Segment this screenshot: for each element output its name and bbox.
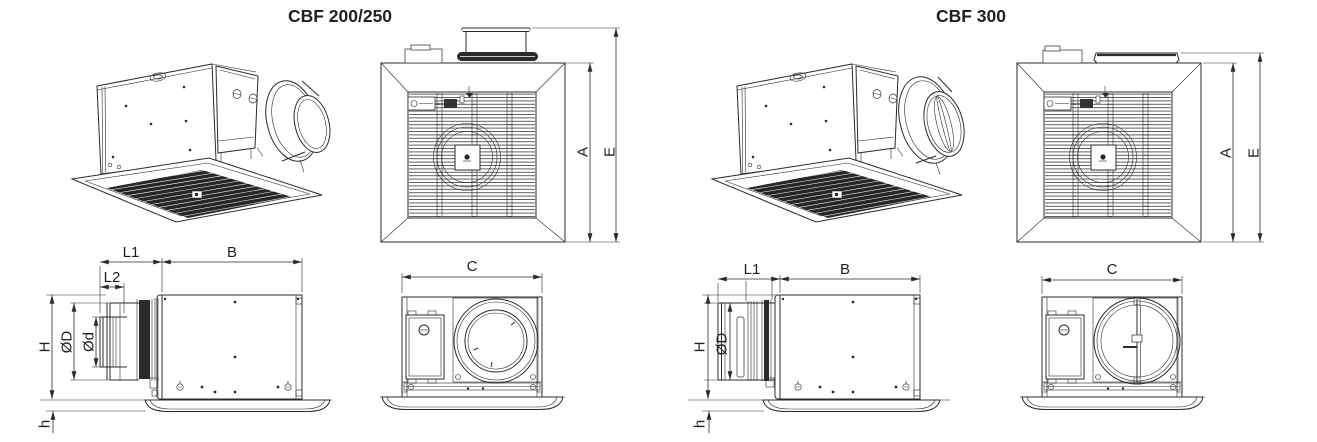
- model-title-cbf-300: CBF 300: [936, 6, 1006, 26]
- dim-H: H: [691, 294, 776, 399]
- dim-label-E: E: [601, 147, 618, 157]
- dim-label-h: h: [36, 420, 53, 428]
- dim-label-H: H: [36, 342, 53, 353]
- dim-OD: ØD: [704, 302, 740, 381]
- side-duct-spigot: [99, 298, 159, 397]
- side-duct-spigot: [717, 299, 775, 388]
- isometric-view-cbf-200-250: [72, 64, 331, 222]
- dim-label-A: A: [574, 147, 591, 157]
- dim-label-OD: ØD: [58, 331, 75, 354]
- plan-duct-connection: [404, 27, 538, 64]
- dim-Od: Ød: [80, 316, 103, 368]
- dim-H: H: [36, 294, 106, 399]
- front-view-cbf-300: C: [1020, 261, 1205, 410]
- dim-label-C: C: [1107, 261, 1118, 278]
- ceiling-panel: [381, 396, 564, 410]
- side-view-cbf-200-250: L1 L2 B H ØD: [36, 244, 332, 433]
- dim-label-B: B: [227, 244, 237, 261]
- dim-label-Od: Ød: [80, 332, 97, 352]
- dim-label-L1: L1: [123, 244, 140, 261]
- ceiling-panel: [1021, 396, 1204, 410]
- dim-B: B: [780, 261, 921, 293]
- cbf-200-250-section: CBF 200/250: [36, 6, 620, 433]
- dim-label-L2: L2: [104, 269, 121, 286]
- dim-h: h: [691, 410, 764, 433]
- dim-L2: L2: [100, 269, 125, 313]
- dim-C: C: [401, 258, 543, 293]
- dim-label-C: C: [467, 258, 478, 275]
- dim-C: C: [1041, 261, 1183, 294]
- cbf-300-section: CBF 300: [688, 6, 1264, 433]
- dim-B: B: [162, 244, 303, 292]
- plan-view-cbf-200-250: A E: [380, 27, 620, 243]
- dim-E: E: [1245, 53, 1263, 242]
- dim-label-h: h: [691, 420, 708, 428]
- dim-label-A: A: [1217, 148, 1234, 158]
- ceiling-panel: [762, 399, 941, 412]
- isometric-view-cbf-300: [712, 64, 965, 222]
- iso-duct-spigot: [898, 76, 965, 175]
- dim-label-B: B: [840, 261, 850, 278]
- front-view-cbf-200-250: C: [380, 258, 565, 410]
- damper-blade: [1123, 297, 1143, 385]
- dim-label-OD: ØD: [713, 333, 730, 356]
- dim-L1: L1: [99, 244, 163, 313]
- dim-E: E: [601, 28, 619, 242]
- plan-view-cbf-300: A E: [1016, 45, 1264, 243]
- dim-label-E: E: [1245, 148, 1262, 158]
- dim-A: A: [1181, 52, 1264, 243]
- plan-duct-connection: [1042, 45, 1180, 64]
- model-title-cbf-200-250: CBF 200/250: [288, 6, 392, 26]
- ceiling-panel: [144, 399, 331, 412]
- dim-label-H: H: [691, 342, 708, 353]
- iso-duct-spigot: [265, 80, 331, 173]
- dim-OD: ØD: [58, 302, 110, 381]
- front-duct-opening: [1093, 297, 1181, 385]
- dim-h: h: [36, 410, 146, 433]
- dim-L1: L1: [717, 261, 781, 302]
- front-duct-opening: [453, 298, 539, 384]
- dim-A: A: [532, 27, 620, 243]
- dim-label-L1: L1: [744, 261, 761, 278]
- side-view-cbf-300: L1 B H ØD h: [688, 261, 950, 433]
